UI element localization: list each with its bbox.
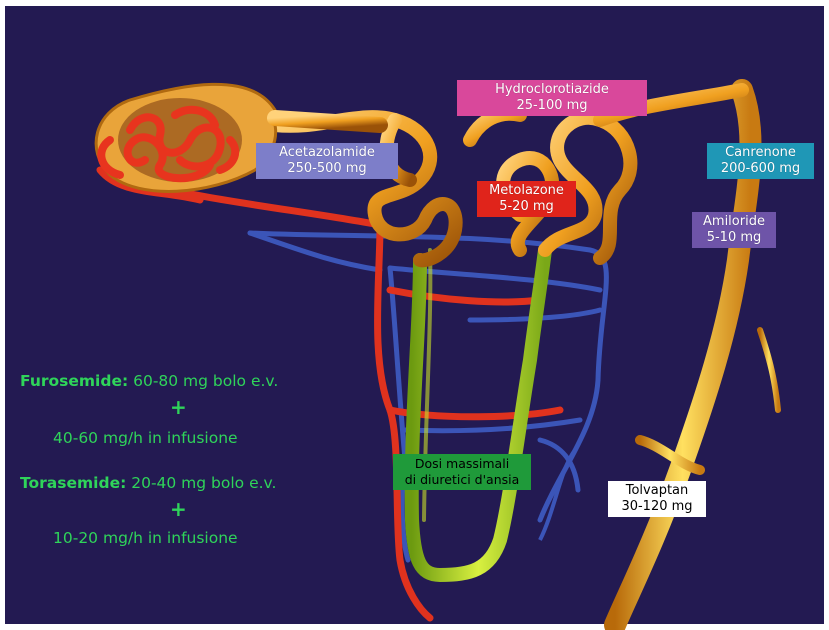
label-line: Tolvaptan <box>612 483 702 499</box>
label-line: Amiloride <box>696 214 772 230</box>
label-line: Hydroclorotiazide <box>461 82 643 98</box>
torasemide-bolus-dose: 20-40 mg bolo e.v. <box>131 474 276 492</box>
label-line: 30-120 mg <box>612 499 702 515</box>
furosemide-bolus-dose: 60-80 mg bolo e.v. <box>133 372 278 390</box>
label-line: Metolazone <box>481 183 572 199</box>
furosemide-infusion: 40-60 mg/h in infusione <box>53 429 238 447</box>
acetazolamide-label: Acetazolamide 250-500 mg <box>256 143 398 179</box>
torasemide-bolus: Torasemide: 20-40 mg bolo e.v. <box>20 474 276 492</box>
label-line: di diuretici d'ansia <box>397 472 527 488</box>
label-line: 5-10 mg <box>696 230 772 246</box>
label-line: 250-500 mg <box>260 161 394 177</box>
metolazone-label: Metolazone 5-20 mg <box>477 181 576 217</box>
amiloride-label: Amiloride 5-10 mg <box>692 212 776 248</box>
label-line: Acetazolamide <box>260 145 394 161</box>
torasemide-name: Torasemide: <box>20 474 126 492</box>
furosemide-name: Furosemide: <box>20 372 128 390</box>
label-line: 5-20 mg <box>481 199 572 215</box>
tolvaptan-label: Tolvaptan 30-120 mg <box>608 481 706 517</box>
label-line: Dosi massimali <box>397 456 527 472</box>
label-line: 200-600 mg <box>711 161 810 177</box>
loop-diuretic-dose-label: Dosi massimali di diuretici d'ansia <box>393 454 531 490</box>
plus-sign: + <box>170 497 187 521</box>
plus-sign: + <box>170 395 187 419</box>
torasemide-infusion: 10-20 mg/h in infusione <box>53 529 238 547</box>
furosemide-bolus: Furosemide: 60-80 mg bolo e.v. <box>20 372 278 390</box>
label-line: Canrenone <box>711 145 810 161</box>
label-line: 25-100 mg <box>461 98 643 114</box>
hydroclorotiazide-label: Hydroclorotiazide 25-100 mg <box>457 80 647 116</box>
canrenone-label: Canrenone 200-600 mg <box>707 143 814 179</box>
